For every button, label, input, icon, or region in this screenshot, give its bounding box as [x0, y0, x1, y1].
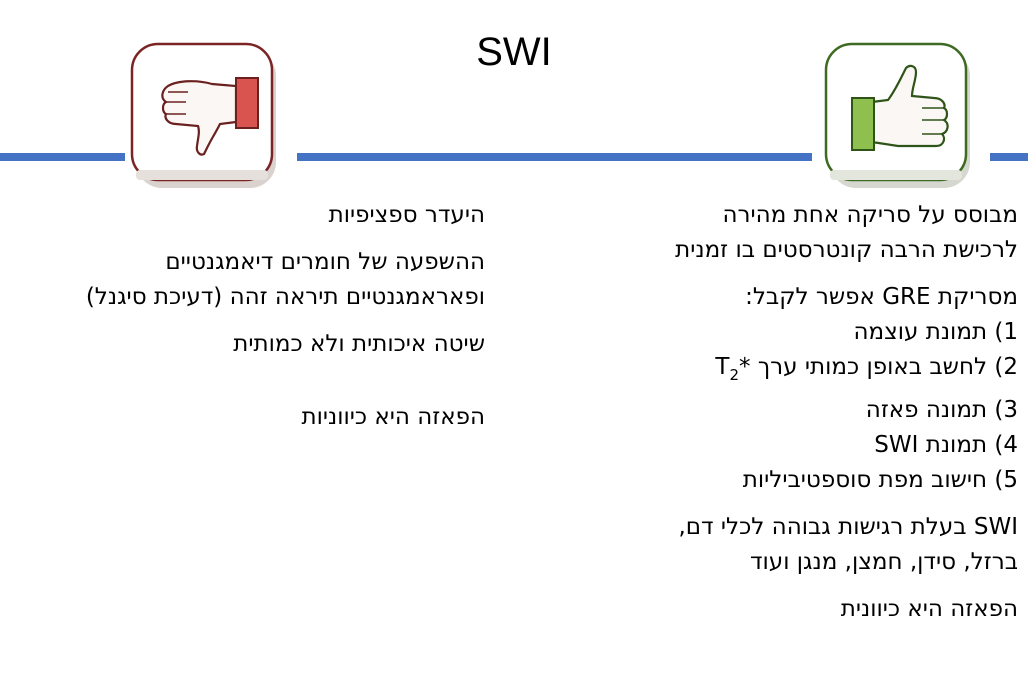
- cons-lack-specificity: היעדר ספציפיות: [328, 202, 485, 228]
- pros-sensitivity-line2: ברזל, סידן, חמצן, מנגן ועוד: [749, 549, 1018, 575]
- pros-item-5: 5) חישוב מפת סוספטיביליות: [742, 467, 1018, 493]
- pros-column: מבוסס על סריקה אחת מהירה לרכישת הרבה קונ…: [598, 198, 1018, 627]
- cons-phase-directionality: הפאזה היא כיווניות: [301, 404, 486, 430]
- pros-gre-intro: מסריקת GRE אפשר לקבל:: [745, 284, 1018, 310]
- pros-item-2-text: 2) לחשב באופן כמותי ערך: [750, 354, 1018, 380]
- pros-fast-scan-line1: מבוסס על סריקה אחת מהירה: [722, 202, 1018, 228]
- cons-dia-para-line2: ופאראמגנטיים תיראה זהה (דעיכת סיגנל): [85, 284, 485, 310]
- pros-sensitivity-line1: SWI בעלת רגישות גבוהה לכלי דם,: [678, 514, 1018, 540]
- cons-dia-para-line1: ההשפעה של חומרים דיאמגנטיים: [165, 249, 485, 275]
- cons-column: היעדר ספציפיות ההשפעה של חומרים דיאמגנטי…: [10, 198, 485, 435]
- slide-title: SWI: [476, 30, 552, 74]
- divider-bar-left: [0, 153, 125, 161]
- pros-phase-directional: הפאזה היא כיוונית: [840, 596, 1018, 622]
- pros-item-2: 2) לחשב באופן כמותי ערך T2*: [598, 350, 1018, 393]
- thumbs-down-icon: [130, 42, 276, 188]
- pros-item-1: 1) תמונת עוצמה: [853, 319, 1018, 345]
- thumbs-up-icon: [824, 42, 970, 188]
- pros-item-3: 3) תמונה פאזה: [865, 397, 1018, 423]
- pros-item-4: 4) תמונת SWI: [874, 432, 1018, 458]
- divider-bar-right: [990, 153, 1028, 161]
- pros-fast-scan-line2: לרכישת הרבה קונטרסטים בו זמנית: [675, 237, 1018, 263]
- divider-bar-middle: [297, 153, 812, 161]
- t2-star-symbol: T2*: [715, 354, 751, 384]
- cons-qualitative: שיטה איכותית ולא כמותית: [233, 331, 485, 357]
